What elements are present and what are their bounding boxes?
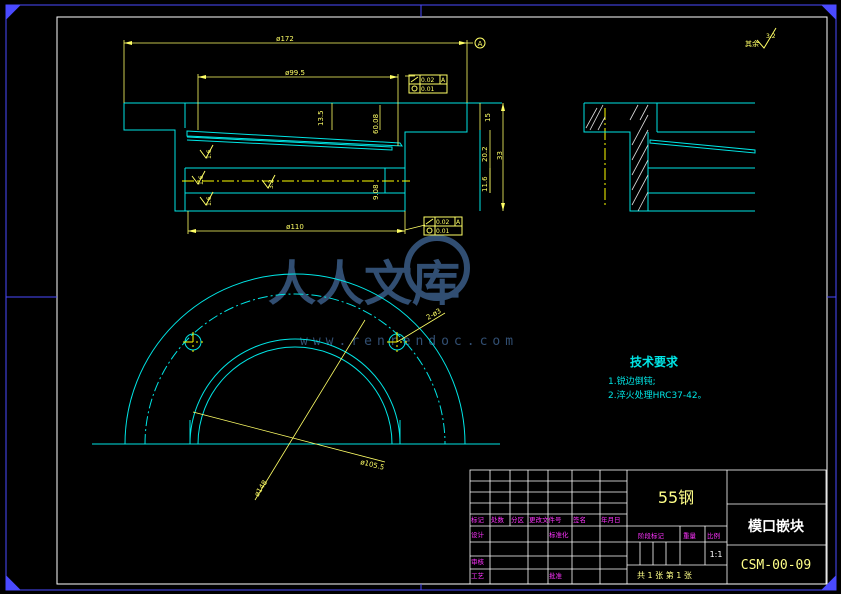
row-review: 审核 (471, 557, 485, 566)
plan-view (92, 273, 500, 445)
rough-corner-label: 其余 (745, 39, 759, 48)
rough-3: 1.6 (206, 196, 213, 206)
side-note-1: 60.08 (372, 114, 380, 134)
tolerance-frame-top (408, 74, 448, 94)
drawing-frame (5, 4, 837, 591)
hdr-mark: 标记 (471, 515, 485, 524)
datum-symbol: A (474, 37, 486, 49)
watermark: 人人文库 www.renrendoc.com (268, 235, 513, 349)
drawing-number: CSM-00-09 (741, 558, 811, 573)
tapered-groove (186, 130, 403, 151)
hdr-zone: 分区 (511, 515, 525, 524)
tolerance-frame-bottom (423, 216, 463, 236)
title-block (469, 469, 827, 585)
dim-h11-6: 11.6 (481, 176, 489, 192)
tol2-value: 0.01 (421, 86, 435, 93)
dim-h33: 33 (496, 151, 504, 160)
weight-label: 重量 (683, 532, 697, 540)
centerline (182, 108, 606, 208)
row-design: 设计 (471, 530, 485, 539)
side-note-2: 9.08 (372, 184, 380, 200)
dimension-texts: ø172 ø99.5 ø110 13.5 15 20.2 33 11.6 60.… (276, 35, 504, 231)
dim-d99-5: ø99.5 (285, 69, 305, 77)
tech-line-2: 2.淬火处理HRC37-42。 (608, 389, 707, 401)
dimension-arrows (124, 41, 505, 233)
hdr-date: 年月日 (601, 515, 621, 524)
tol3-ref: A (456, 219, 461, 226)
dim-h20-2: 20.2 (481, 146, 489, 162)
rough-corner-value: 3.2 (766, 33, 776, 40)
hdr-sign: 签名 (573, 515, 586, 524)
part-name: 模口嵌块 (748, 518, 805, 535)
material: 55钢 (658, 488, 694, 507)
row-process: 工艺 (471, 572, 485, 580)
front-section-view (123, 102, 502, 212)
datum-label: A (478, 40, 483, 48)
rough-2: 1.6 (198, 175, 205, 185)
watermark-text: 人人文库 (268, 256, 460, 312)
ratio-label: 比例 (707, 531, 720, 540)
plan-dimension-lines (192, 312, 446, 501)
dim-plan-d105-5: ø105.5 (360, 458, 386, 472)
dimension-lines (123, 40, 504, 234)
tol3-value: 0.02 (436, 219, 450, 226)
row-standard: 标准化 (549, 530, 569, 539)
tol1-ref: A (441, 77, 446, 84)
technical-requirements: 技术要求 1.锐边倒钝; 2.淬火处理HRC37-42。 (608, 354, 707, 401)
sheet-info: 共 1 张 第 1 张 (637, 570, 692, 580)
row-approve: 批准 (549, 571, 563, 580)
dim-h15: 15 (484, 113, 492, 122)
roughness-symbols (191, 27, 777, 206)
title-block-text: 55钢 模口嵌块 CSM-00-09 1:1 共 1 张 第 1 张 标记 处数… (471, 488, 811, 580)
tol1-value: 0.02 (421, 77, 435, 84)
hdr-count: 处数 (491, 515, 505, 524)
hdr-docno: 更改文件号 (529, 515, 562, 524)
scale: 1:1 (710, 550, 723, 559)
tech-line-1: 1.锐边倒钝; (608, 375, 656, 387)
dim-plan-d148: ø148 (253, 479, 269, 498)
stage-mark: 阶段标记 (638, 531, 665, 540)
rough-4: 3.2 (268, 179, 275, 189)
section-hatching (585, 104, 649, 212)
side-section-view (583, 102, 756, 212)
tech-title: 技术要求 (630, 354, 679, 369)
tol4-value: 0.01 (436, 228, 450, 235)
dim-d110: ø110 (286, 223, 304, 231)
rough-1: 1.6 (206, 149, 213, 159)
dim-h13-5: 13.5 (317, 110, 325, 126)
dim-d172: ø172 (276, 35, 294, 43)
